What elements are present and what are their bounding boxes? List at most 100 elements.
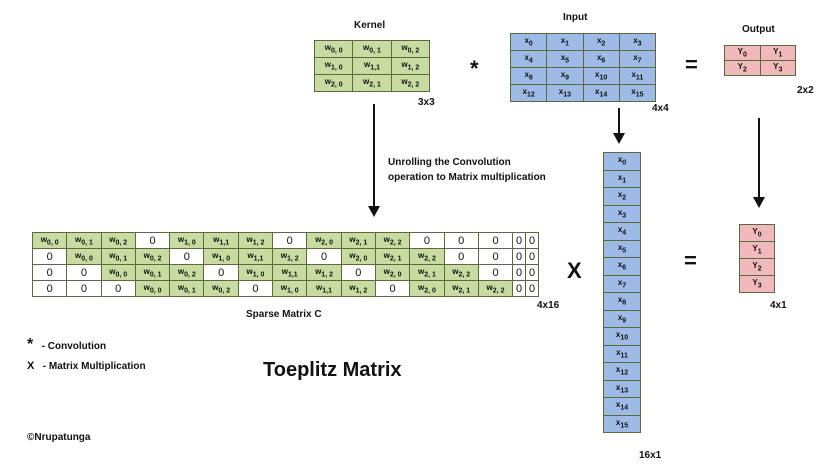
kernel-cell: w2, 0	[313, 74, 354, 92]
sparse-cell: 0	[340, 264, 376, 281]
sparse-cell: w2, 1	[374, 248, 411, 265]
sparse-cell: w1, 0	[272, 280, 308, 297]
sparse-cell: 0	[525, 232, 539, 249]
sparse-cell: w2, 2	[374, 232, 411, 249]
column-vector-cell: x8	[603, 292, 641, 311]
input-cell: x9	[546, 67, 584, 85]
kernel-cell: w1, 0	[313, 57, 354, 75]
sparse-cell: w1, 0	[203, 248, 239, 265]
column-vector-row: x4	[603, 222, 641, 241]
sparse-cell: w1, 2	[306, 264, 342, 281]
column-vector-cell: x6	[603, 257, 641, 276]
column-vector-cell: x14	[603, 397, 641, 416]
sparse-cell: w1, 2	[272, 248, 308, 265]
column-vector-cell: x0	[603, 152, 641, 171]
input-cell: x5	[546, 50, 584, 68]
sparse-cell: 0	[512, 280, 527, 297]
sparse-cell: w1, 2	[340, 280, 376, 297]
result-vector-row: Y1	[739, 241, 775, 259]
column-vector-row: x14	[603, 397, 641, 416]
sparse-cell: w0, 0	[31, 232, 68, 249]
column-vector-cell: x1	[603, 169, 641, 188]
sparse-cell: w2, 0	[374, 264, 411, 281]
sparse-cell: w0, 0	[100, 264, 136, 281]
sparse-cell: 0	[477, 232, 514, 249]
input-cell: x4	[509, 50, 548, 68]
column-vector-row: x7	[603, 274, 641, 293]
column-vector-row: x10	[603, 327, 641, 346]
sparse-cell: w0, 1	[100, 248, 136, 265]
sparse-cell: w2, 2	[477, 280, 514, 297]
sparse-cell: 0	[169, 248, 205, 265]
result-vector-cell: Y3	[739, 275, 775, 293]
kernel-cell: w0, 0	[313, 40, 354, 58]
legend-item-convolution: * - Convolution	[27, 336, 146, 354]
sparse-cell: w1, 2	[237, 232, 274, 249]
column-vector-cell: x3	[603, 204, 641, 223]
input-cell: x3	[618, 33, 657, 51]
sparse-cell: 0	[525, 248, 539, 265]
column-vector-row: x5	[603, 239, 641, 258]
sparse-cell: 0	[512, 264, 527, 281]
unroll-text-line-2: operation to Matrix multiplication	[388, 172, 546, 183]
result-vector-cell: Y1	[739, 241, 775, 259]
column-vector-row: x15	[603, 414, 641, 433]
unroll-arrow-line	[373, 104, 375, 207]
result-vector-row: Y0	[739, 224, 775, 242]
input-cell: x13	[546, 84, 584, 102]
column-vector-cell: x9	[603, 309, 641, 328]
sparse-matrix-caption: Sparse Matrix C	[246, 309, 322, 320]
input-cell: x14	[582, 84, 620, 102]
result-vector-row: Y3	[739, 275, 775, 293]
output-cell: Y0	[724, 45, 761, 61]
sparse-cell: 0	[272, 232, 308, 249]
column-dim-label: 16x1	[639, 450, 662, 461]
sparse-cell: w1,1	[272, 264, 308, 281]
sparse-cell: w0, 2	[169, 264, 205, 281]
input-dim-label: 4x4	[652, 103, 669, 114]
input-cell: x0	[509, 33, 548, 51]
output-arrow-line	[758, 118, 760, 198]
legend: * - Convolution X - Matrix Multiplicatio…	[27, 336, 146, 374]
sparse-cell: w1,1	[203, 232, 239, 249]
page-title: Toeplitz Matrix	[263, 359, 402, 381]
sparse-cell: 0	[203, 264, 239, 281]
column-vector-cell: x15	[603, 414, 641, 433]
sparse-cell: 0	[306, 248, 342, 265]
column-vector-cell: x12	[603, 362, 641, 381]
column-vector-row: x0	[603, 152, 641, 171]
sparse-dim-label: 4x16	[537, 300, 560, 311]
column-vector-cell: x11	[603, 344, 641, 363]
sparse-cell: w2, 0	[340, 248, 376, 265]
sparse-cell: 0	[31, 280, 68, 297]
convolution-symbol: *	[27, 336, 34, 353]
column-vector-cell: x4	[603, 222, 641, 241]
kernel-cell: w0, 2	[390, 40, 431, 58]
credit: ©Nrupatunga	[27, 432, 91, 443]
legend-item-multiplication: X - Matrix Multiplication	[27, 356, 146, 374]
sparse-cell: 0	[512, 248, 527, 265]
sparse-cell: 0	[31, 264, 68, 281]
convolution-legend-label: - Convolution	[41, 341, 107, 352]
sparse-cell: w2, 1	[443, 280, 479, 297]
sparse-cell: w1, 0	[169, 232, 205, 249]
column-vector-cell: x7	[603, 274, 641, 293]
column-vector-row: x1	[603, 169, 641, 188]
sparse-cell: w0, 1	[134, 264, 171, 281]
unroll-arrow-head	[368, 206, 380, 217]
column-vector-row: x8	[603, 292, 641, 311]
output-arrow-head	[753, 197, 765, 208]
input-cell: x11	[618, 67, 657, 85]
sparse-cell: w2, 0	[409, 280, 445, 297]
